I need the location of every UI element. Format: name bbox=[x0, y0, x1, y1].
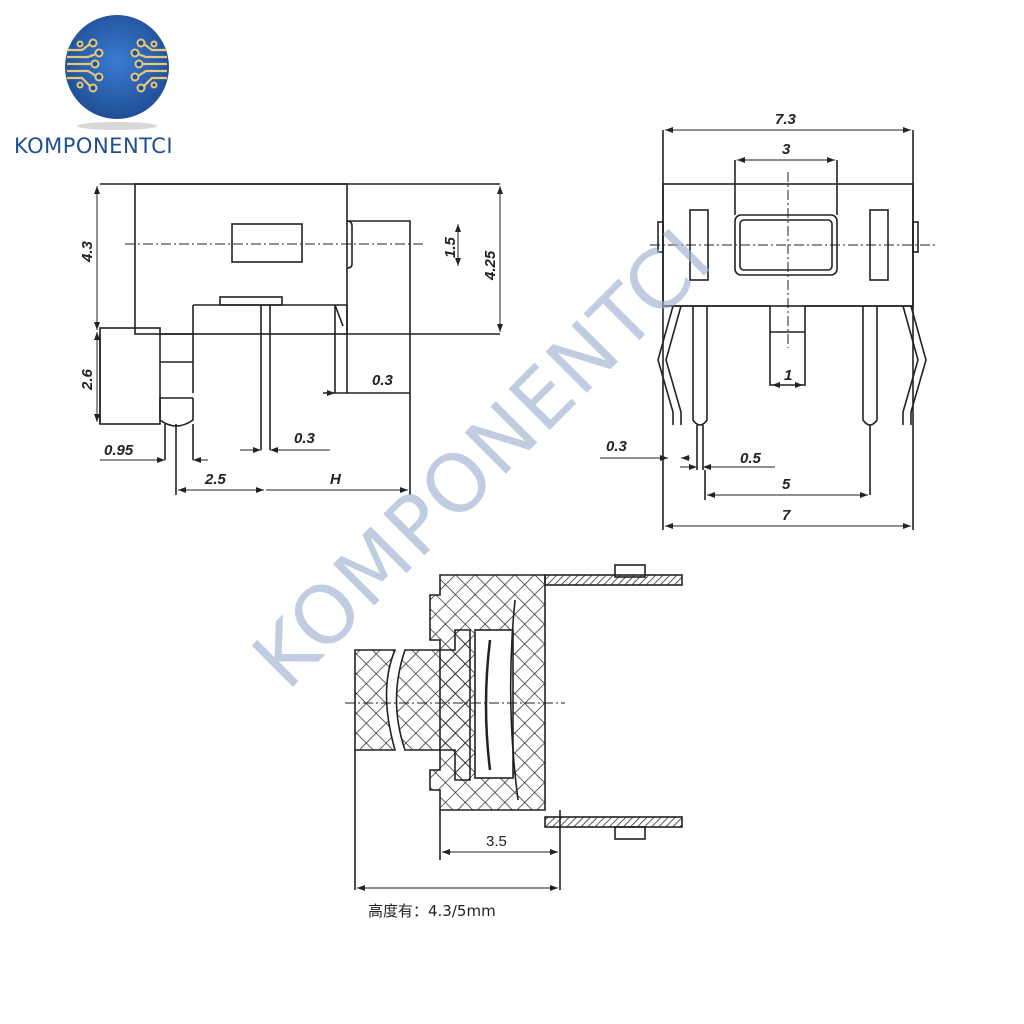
front-view-dimensions bbox=[600, 127, 911, 529]
dim-lead-width: 0.3 bbox=[294, 430, 316, 447]
dim-lead-offset: 0.95 bbox=[104, 442, 134, 459]
dim-body-height: 4.25 bbox=[482, 250, 499, 281]
dim-overall-width: 7.3 bbox=[775, 111, 797, 128]
dim-pitch: 2.5 bbox=[204, 471, 227, 488]
front-view-labels: 7.3 3 1 0.3 0.5 5 7 bbox=[606, 111, 797, 524]
height-note: 高度有：4.3/5mm bbox=[368, 902, 496, 920]
dim-slot-width: 1 bbox=[784, 367, 792, 384]
front-view bbox=[650, 130, 935, 530]
brand-name: KOMPONENTCI bbox=[14, 134, 174, 158]
circuit-globe-icon bbox=[65, 15, 169, 130]
dim-pin-width: 0.5 bbox=[740, 450, 762, 467]
dim-actuator-height: H bbox=[330, 471, 342, 488]
dim-lead-span: 7 bbox=[782, 507, 791, 524]
side-view bbox=[99, 183, 500, 495]
section-view-dimensions bbox=[357, 849, 558, 891]
side-view-labels: 4.3 2.6 1.5 4.25 0.3 0.3 0.95 2.5 H bbox=[79, 236, 499, 488]
side-view-dimensions bbox=[94, 186, 503, 493]
brand-logo: KOMPONENTCI bbox=[0, 0, 240, 170]
dim-offset-top: 0.3 bbox=[372, 372, 394, 389]
dim-lead-height: 2.6 bbox=[79, 368, 96, 391]
dim-inner-width: 3.5 bbox=[486, 833, 507, 850]
dim-actuator-width: 3 bbox=[782, 141, 791, 158]
dim-actuator-dia: 1.5 bbox=[442, 236, 459, 258]
dim-pin-pitch: 5 bbox=[782, 476, 791, 493]
dim-lead-thickness: 0.3 bbox=[606, 438, 628, 455]
section-view bbox=[345, 564, 683, 890]
dim-height-total: 4.3 bbox=[79, 240, 96, 263]
